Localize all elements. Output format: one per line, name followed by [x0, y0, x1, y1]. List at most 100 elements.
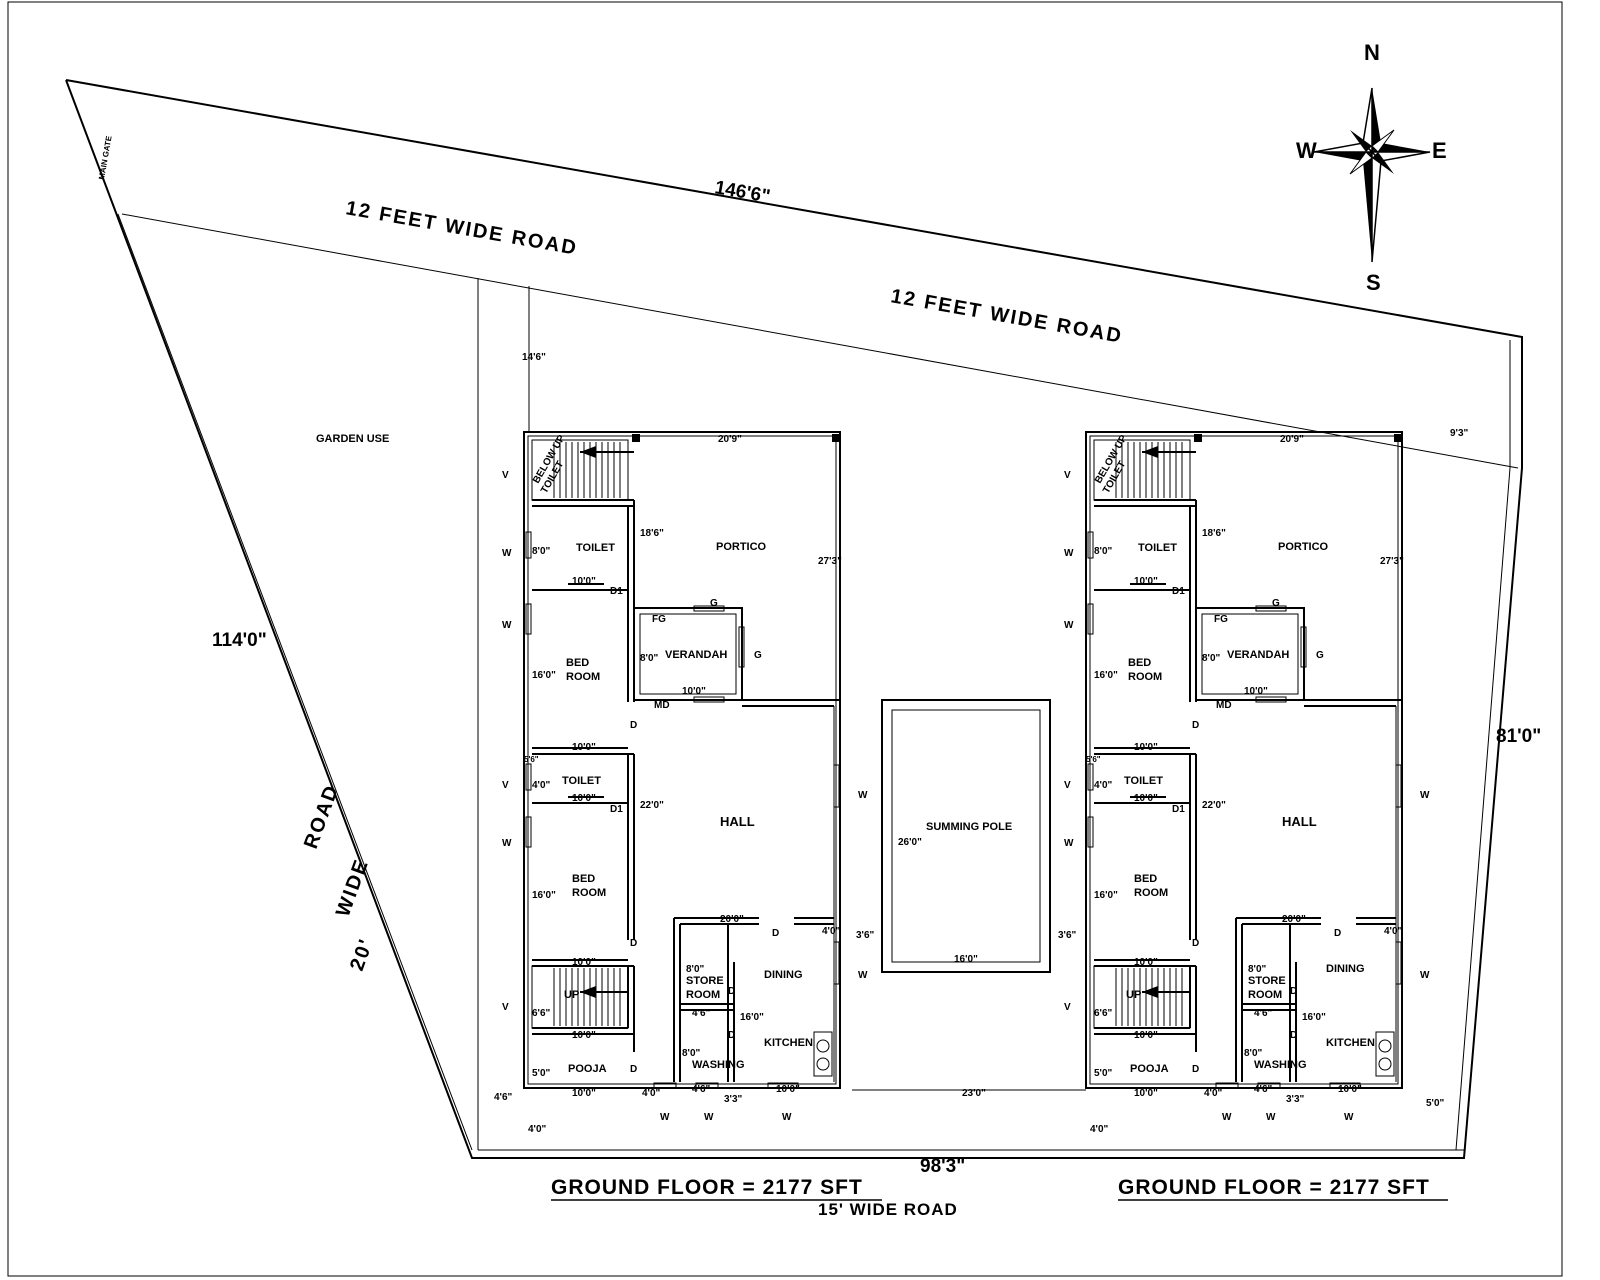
gate-g-2: G — [754, 650, 762, 661]
verandah-width: 10'0" — [1244, 686, 1268, 697]
stair-width: 10'0" — [572, 1030, 596, 1041]
toilet-2-width: 10'0" — [572, 793, 596, 804]
window-w-1: W — [1064, 548, 1074, 559]
toilet-1-label: TOILET — [1138, 542, 1177, 554]
store-line-2: ROOM — [686, 989, 720, 1001]
vent-v-2: V — [502, 780, 509, 791]
stair-up-label: UP — [564, 989, 579, 1001]
store-length: 8'0" — [686, 964, 705, 975]
road-label-north-2: 12 FEET WIDE ROAD — [889, 285, 1124, 347]
verandah-label: VERANDAH — [1227, 649, 1289, 661]
pool-gap-left: 3'6" — [856, 930, 875, 941]
site-south-length: 98'3" — [920, 1156, 965, 1177]
verandah-length: 8'0" — [1202, 653, 1221, 664]
store-width: 4'6" — [1254, 1008, 1273, 1019]
window-w-7: W — [1266, 1112, 1276, 1123]
bottom-4-0: 4'0" — [642, 1088, 661, 1099]
hall-length: 22'0" — [1202, 800, 1226, 811]
toilet-1-width: 10'0" — [572, 576, 596, 587]
pool-width: 16'0" — [954, 954, 978, 965]
stair-arrow — [580, 446, 596, 458]
washing-length: 8'0" — [1244, 1048, 1263, 1059]
pooja-length: 5'0" — [1094, 1068, 1113, 1079]
pooja-label: POOJA — [568, 1063, 607, 1075]
vent-v-3: V — [502, 1002, 509, 1013]
main-door-md: MD — [1216, 700, 1232, 711]
bed-2-line-2: ROOM — [1134, 887, 1168, 899]
bed-1-line-2: ROOM — [1128, 671, 1162, 683]
bed-2-line-2: ROOM — [572, 887, 606, 899]
door-d-f: D — [1192, 1064, 1199, 1075]
door-d1-b: D1 — [610, 804, 623, 815]
road-label-west-3: ROAD — [300, 781, 344, 851]
vent-v-3: V — [1064, 1002, 1071, 1013]
toilet-2-length: 4'0" — [532, 780, 551, 791]
small-dim-a: 5'6" — [524, 755, 539, 764]
door-d-c: D — [1334, 928, 1341, 939]
top-width: 20'9" — [1280, 434, 1304, 445]
washing-width: 4'6" — [1254, 1084, 1273, 1095]
stair-length: 6'6" — [1094, 1008, 1113, 1019]
window-w-8: W — [1344, 1112, 1354, 1123]
bed-2-line-1: BED — [572, 873, 595, 885]
compass-north-arrow — [1372, 88, 1381, 152]
setback-north: 14'6" — [522, 352, 546, 363]
store-line-1: STORE — [1248, 975, 1286, 987]
swimming-pool — [881, 699, 1051, 973]
bed-1-line-1: BED — [566, 657, 589, 669]
small-dim-a: 5'6" — [1086, 755, 1101, 764]
door-d-a: D — [630, 720, 637, 731]
staircase-bottom — [1115, 968, 1190, 1026]
door-d-c: D — [772, 928, 779, 939]
kitchen-width: 10'0" — [776, 1084, 800, 1095]
bed-1-length: 16'0" — [1094, 670, 1118, 681]
hall-label: HALL — [1282, 814, 1317, 829]
ground-floor-area-right: GROUND FLOOR = 2177 SFT — [1118, 1176, 1430, 1199]
door-d-d: D — [728, 986, 735, 997]
door-d-b: D — [630, 938, 637, 949]
hall-width: 20'0" — [720, 914, 744, 925]
store-line-2: ROOM — [1248, 989, 1282, 1001]
garden-label: GARDEN USE — [316, 433, 389, 445]
hall-label: HALL — [720, 814, 755, 829]
window-w-5: W — [858, 970, 868, 981]
window-w-7: W — [704, 1112, 714, 1123]
vent-v-2: V — [1064, 780, 1071, 791]
unit-right-labels: BELOW UP TOILET 20'9" PORTICO 18'6" 27'3… — [1064, 433, 1430, 1123]
store-line-1: STORE — [686, 975, 724, 987]
window-w-4: W — [1420, 790, 1430, 801]
road-label-west-1: 20' — [346, 935, 378, 974]
setback-sw: 4'6" — [494, 1092, 513, 1103]
window-w-3: W — [1064, 838, 1074, 849]
ground-floor-area-left: GROUND FLOOR = 2177 SFT — [551, 1176, 863, 1199]
pooja-width: 10'0" — [572, 1088, 596, 1099]
hall-length: 22'0" — [640, 800, 664, 811]
bed-2-length: 16'0" — [1094, 890, 1118, 901]
verandah-width: 10'0" — [682, 686, 706, 697]
bed-1-width: 10'0" — [572, 742, 596, 753]
washing-width: 4'6" — [692, 1084, 711, 1095]
house-unit-left — [523, 431, 841, 1089]
verandah-label: VERANDAH — [665, 649, 727, 661]
staircase-top — [553, 442, 634, 498]
site-north-length: 146'6" — [713, 177, 772, 207]
vent-v-1: V — [502, 470, 509, 481]
bottom-small-dim: 3'3" — [1286, 1094, 1305, 1105]
store-width: 4'6" — [692, 1008, 711, 1019]
hall-width: 20'0" — [1282, 914, 1306, 925]
washing-label: WASHING — [692, 1059, 745, 1071]
site-west-length: 114'0" — [212, 630, 267, 651]
kitchen-label: KITCHEN — [1326, 1037, 1375, 1049]
pooja-length: 5'0" — [532, 1068, 551, 1079]
gate-g-2: G — [1316, 650, 1324, 661]
stair-width: 10'0" — [1134, 1030, 1158, 1041]
washing-label: WASHING — [1254, 1059, 1307, 1071]
portico-label: PORTICO — [1278, 541, 1329, 553]
door-d1-a: D1 — [1172, 586, 1185, 597]
compass-w: W — [1296, 138, 1317, 163]
toilet-1-length: 8'0" — [1094, 546, 1113, 557]
pooja-label: POOJA — [1130, 1063, 1169, 1075]
door-d-b: D — [1192, 938, 1199, 949]
window-w-3: W — [502, 838, 512, 849]
